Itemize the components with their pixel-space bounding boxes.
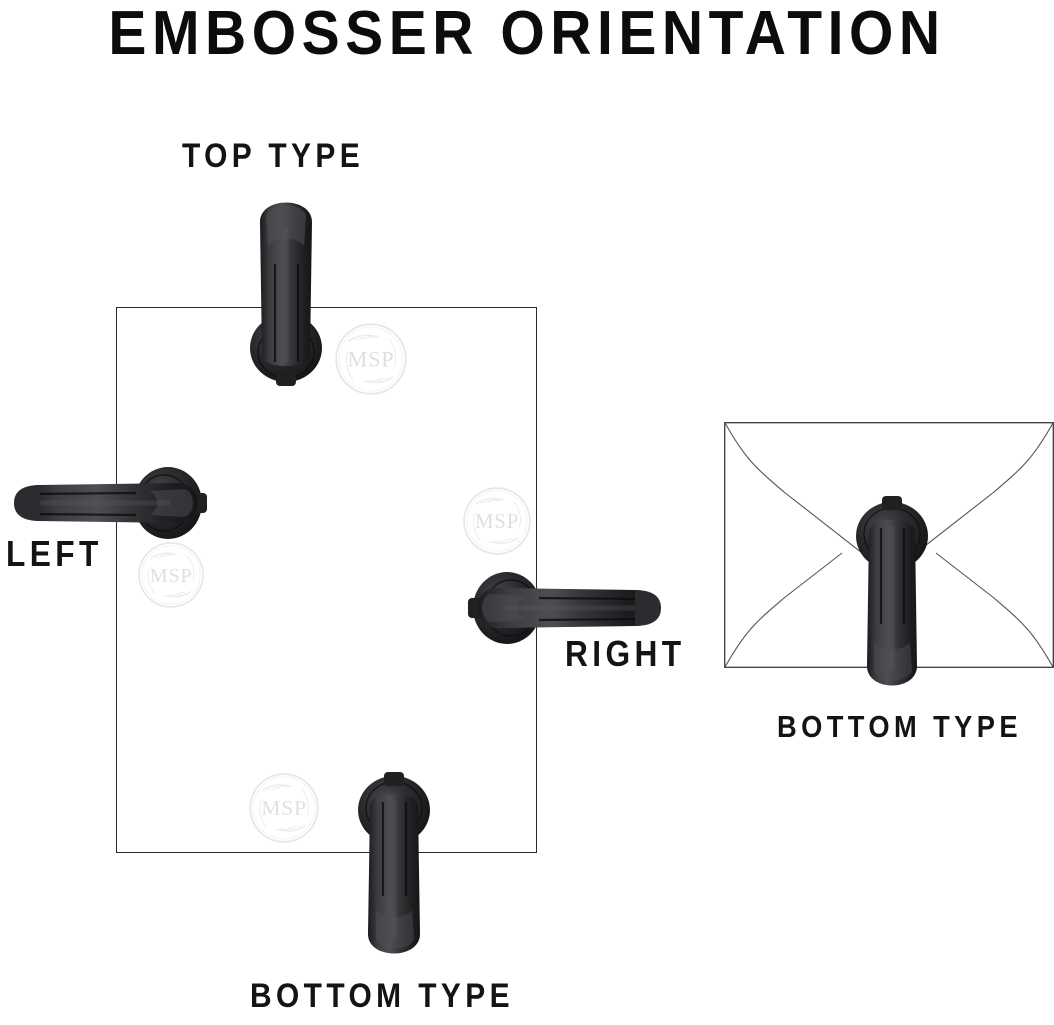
label-left: LEFT [6,533,103,574]
embosser-bottom-type [338,770,450,970]
embosser-envelope-bottom-type [840,494,944,700]
seal-monogram: MSP [348,346,395,371]
embosser-right-type [455,560,675,656]
embosser-top-type [230,186,342,396]
label-bottom-type: BOTTOM TYPE [250,977,514,1015]
label-envelope-bottom-type: BOTTOM TYPE [777,709,1022,744]
label-top-type: TOP TYPE [182,137,365,175]
seal-monogram: MSP [475,509,519,533]
embossed-seal: MSP [462,486,532,556]
paper-sheet [116,307,537,853]
label-right: RIGHT [565,633,686,674]
seal-monogram: MSP [261,796,306,820]
embosser-left-type [0,455,220,551]
embossed-seal: MSP [334,322,408,396]
embossed-seal: MSP [137,541,205,609]
embossed-seal: MSP [248,772,320,844]
seal-monogram: MSP [150,565,193,587]
page-title: EMBOSSER ORIENTATION [108,0,946,68]
